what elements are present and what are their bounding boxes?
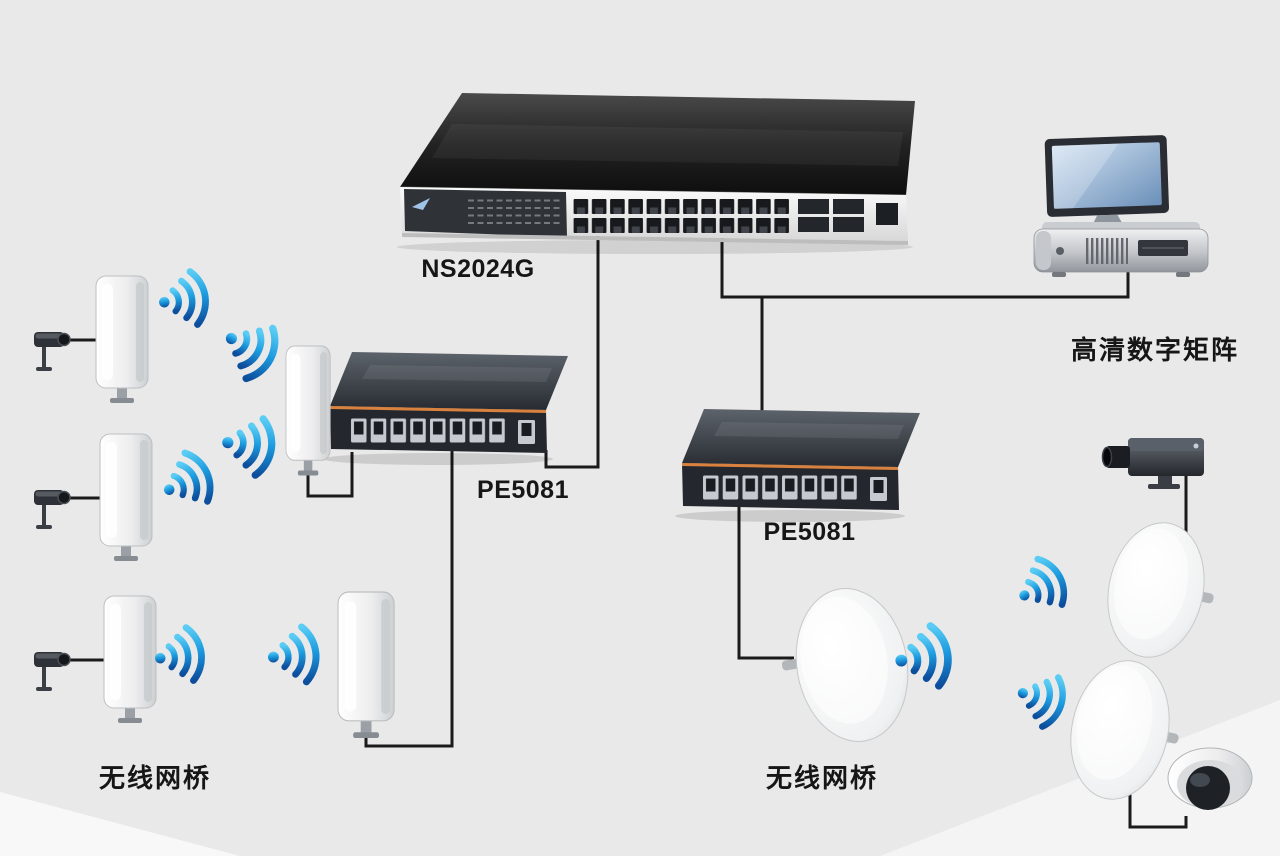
wifi-icon-8 <box>1008 554 1072 621</box>
label-matrix: 高清数字矩阵 <box>1070 335 1239 365</box>
bridge-receiver-2 <box>337 591 395 739</box>
bullet-camera-1 <box>33 331 71 372</box>
label-bridge-right: 无线网桥 <box>765 763 878 793</box>
wifi-icon-9 <box>1010 667 1069 730</box>
label-bridge-left: 无线网桥 <box>98 763 211 793</box>
wifi-icon-2 <box>213 311 283 384</box>
label-poe-right: PE5081 <box>763 518 856 546</box>
bridge-panel-3 <box>103 595 157 724</box>
dome-camera <box>1167 747 1253 810</box>
wifi-icon-3 <box>153 448 218 516</box>
poe-switch-right <box>675 409 920 522</box>
bridge-dish-center <box>781 588 909 742</box>
cable-core-to-poe-left <box>544 234 600 469</box>
label-poe-left: PE5081 <box>477 476 569 504</box>
poe-accent-strip <box>330 406 546 413</box>
cable-core-to-matrix <box>720 234 1130 299</box>
cables <box>64 234 1188 829</box>
cable-receiver1-to-poe-left <box>306 452 354 498</box>
label-core-switch: NS2024G <box>421 255 535 283</box>
bridge-panel-1 <box>95 275 149 404</box>
bullet-camera-3 <box>33 651 71 692</box>
wifi-icon-1 <box>155 270 209 329</box>
matrix-monitor <box>1044 135 1170 231</box>
switch-logo-icon <box>412 198 430 210</box>
bridge-dish-right-bottom <box>1070 660 1179 800</box>
matrix-host <box>1033 222 1209 277</box>
cable-poe-right-to-dish <box>737 505 794 660</box>
wifi-icon-6 <box>266 626 319 685</box>
wifi-icon-5 <box>151 626 205 685</box>
cable-dish-to-domecam <box>1128 794 1188 829</box>
bullet-camera-2 <box>33 489 71 530</box>
bridge-panel-2 <box>99 433 153 562</box>
cable-poe-left-to-receiver2 <box>364 450 454 748</box>
poe-accent-strip <box>682 463 898 470</box>
poe-switch-left <box>323 352 568 465</box>
box-camera <box>1101 438 1204 489</box>
wifi-icon-4 <box>218 414 275 477</box>
bridge-dish-right-top <box>1107 522 1214 658</box>
bridge-receiver-1 <box>285 345 331 477</box>
core-switch-ns2024g <box>397 93 915 254</box>
wifi-signals <box>151 270 1071 730</box>
